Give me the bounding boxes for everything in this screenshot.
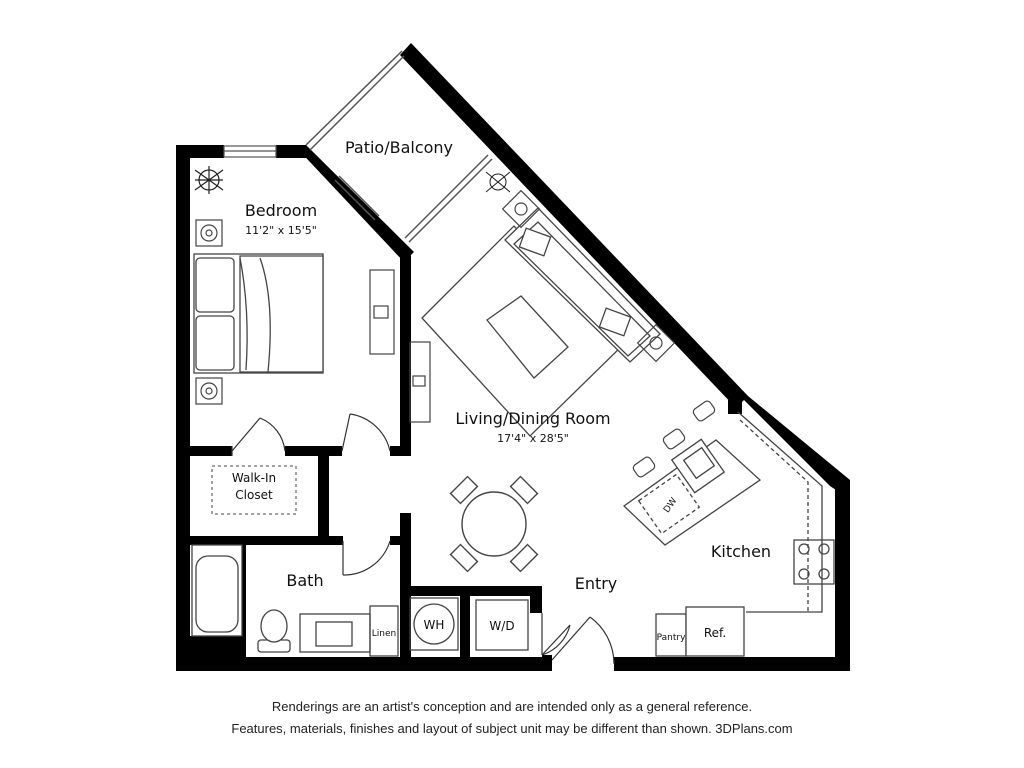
tv-console (409, 341, 431, 423)
bed (193, 253, 324, 374)
sofa (504, 207, 661, 363)
kitchen-island (622, 438, 762, 546)
interior-walls (190, 446, 552, 671)
side-tables (501, 189, 676, 363)
doors (231, 413, 615, 665)
label-wd: W/D (489, 619, 514, 633)
exterior-walls (176, 145, 850, 671)
disclaimer-line-1: Renderings are an artist's conception an… (271, 699, 753, 714)
diagonal-walls (294, 43, 850, 490)
bathtub (191, 544, 243, 637)
label-entry: Entry (575, 574, 618, 593)
plant-icon-living (485, 171, 511, 193)
label-linen: Linen (372, 629, 396, 639)
bedroom-window (223, 145, 277, 158)
dining-table (449, 475, 539, 573)
toilet (257, 609, 291, 653)
label-living-dim: 17'4" x 28'5" (497, 432, 569, 445)
water-heater (409, 597, 459, 651)
nightstand-top (195, 219, 223, 247)
washer-dryer (475, 599, 529, 651)
nightstand-bottom (195, 377, 223, 405)
disclaimer-line-2: Features, materials, finishes and layout… (231, 721, 793, 736)
patio-railing (305, 50, 493, 243)
bar-stools (632, 400, 716, 478)
label-wh: WH (424, 618, 445, 632)
label-bath: Bath (286, 571, 323, 590)
label-bedroom: Bedroom (245, 201, 317, 220)
label-bedroom-dim: 11'2" x 15'5" (245, 224, 317, 237)
dresser (369, 269, 395, 355)
label-patio: Patio/Balcony (345, 138, 453, 157)
label-closet-2: Closet (235, 488, 273, 502)
plant-icon (194, 166, 224, 194)
kitchen-counter (737, 411, 835, 613)
vanity (299, 605, 399, 657)
label-ref: Ref. (704, 626, 726, 640)
label-kitchen: Kitchen (711, 542, 771, 561)
label-living: Living/Dining Room (455, 409, 610, 428)
label-closet-1: Walk-In (232, 471, 276, 485)
closet-rod (211, 465, 297, 515)
pantry-fridge (655, 606, 745, 657)
label-pantry: Pantry (657, 633, 686, 643)
